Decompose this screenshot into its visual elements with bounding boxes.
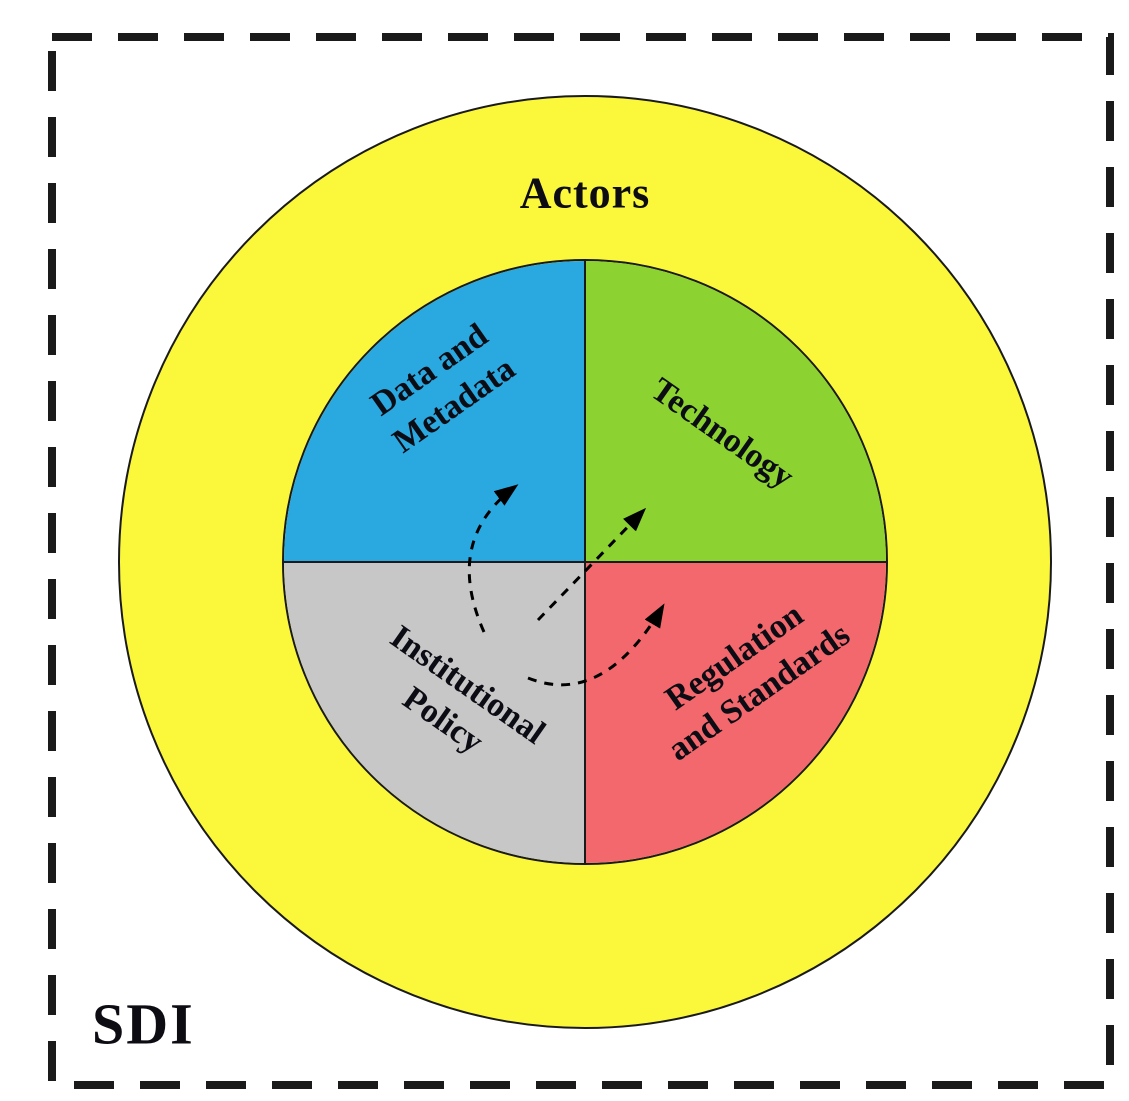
sdi-label: SDI xyxy=(92,991,195,1057)
actors-label: Actors xyxy=(519,168,651,218)
core-circle xyxy=(282,259,888,865)
